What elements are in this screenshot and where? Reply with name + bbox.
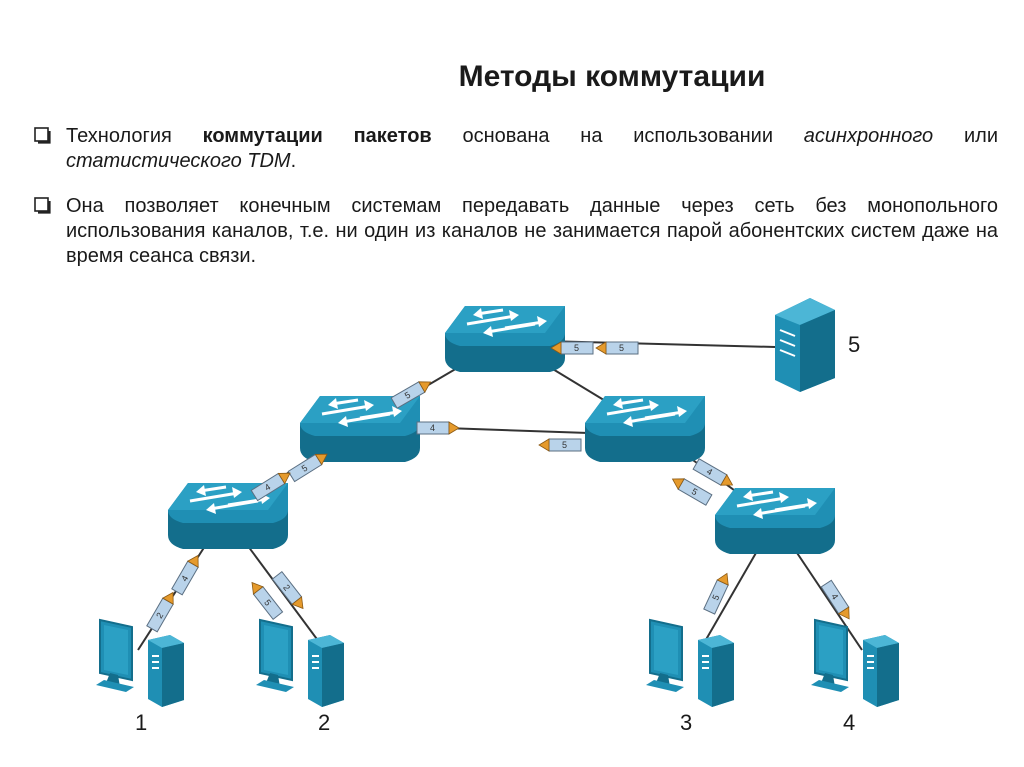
packet-label: 5 (262, 598, 273, 608)
pc-1-label: 1 (135, 710, 147, 735)
packet-pc2-b: 5 (246, 578, 284, 620)
packet-pc4: 4 (820, 579, 855, 623)
packet-pc2-a: 2 (271, 571, 309, 613)
packet-label: 5 (574, 343, 579, 353)
packet-label: 2 (154, 611, 165, 620)
switch-bottom-right (713, 486, 837, 556)
packet-left-to-top: 5 (390, 376, 435, 409)
packet-label: 4 (705, 466, 714, 477)
packet-label: 5 (300, 463, 310, 474)
packet-label: 5 (690, 486, 699, 497)
packet-right-to-br: 4 (692, 458, 737, 491)
slide-title: Методы коммутации (458, 60, 766, 93)
pc-3-label: 3 (680, 710, 692, 735)
bullet-1-end: . (290, 150, 297, 172)
bullet-1-middle-2: или (933, 125, 998, 147)
packet-label: 4 (829, 592, 840, 602)
packet-label: 4 (430, 423, 435, 433)
bullet-packet-switching: Технология коммутации пакетов основана н… (34, 124, 998, 174)
pc-4-label: 4 (843, 710, 855, 735)
checkbox-bullet-icon (34, 127, 51, 144)
switch-top (443, 304, 567, 374)
checkbox-bullet-icon (34, 197, 51, 214)
packet-br-to-right: 5 (668, 473, 713, 506)
pc-2-label: 2 (318, 710, 330, 735)
packet-left-to-right: 4 (416, 421, 460, 435)
bullet-1-prefix: Технология (66, 125, 203, 147)
bullet-1-middle: основана на использовании (431, 125, 804, 147)
bullet-1-bold: коммутации пакетов (202, 125, 432, 147)
switch-right (583, 394, 707, 464)
packet-pc1-a: 2 (146, 588, 179, 633)
server-label: 5 (848, 332, 860, 357)
packet-label: 5 (619, 343, 624, 353)
packet-right-to-left: 5 (538, 438, 582, 452)
bullet-1-italic-1: асинхронного (803, 125, 934, 147)
packet-label: 5 (710, 593, 721, 602)
packet-pc1-b: 4 (171, 551, 204, 596)
packet-bl-to-left-a: 5 (287, 448, 331, 483)
pc-1-icon (95, 619, 185, 708)
bullet-2-text: Она позволяет конечным системам передава… (66, 195, 998, 267)
pc-3-icon (645, 619, 735, 708)
packet-bl-to-left-b: 4 (250, 467, 294, 502)
bullet-1-italic-2: статистического TDM (66, 150, 291, 172)
pc-2-icon (255, 619, 345, 708)
bullet-1-text: Технология коммутации пакетов основана н… (66, 124, 998, 174)
packet-label: 2 (281, 583, 292, 593)
packet-label: 5 (403, 390, 412, 401)
packet-label: 4 (179, 574, 190, 583)
server-icon (775, 298, 835, 392)
packet-pc3: 5 (703, 570, 733, 615)
packet-top-server-b: 5 (595, 341, 639, 355)
packet-label: 4 (263, 482, 273, 493)
bullet-channel-usage: Она позволяет конечным системам передава… (34, 194, 998, 269)
pc-4-icon (810, 619, 900, 708)
packet-label: 5 (562, 440, 567, 450)
packet-top-server-a: 5 (550, 341, 594, 355)
